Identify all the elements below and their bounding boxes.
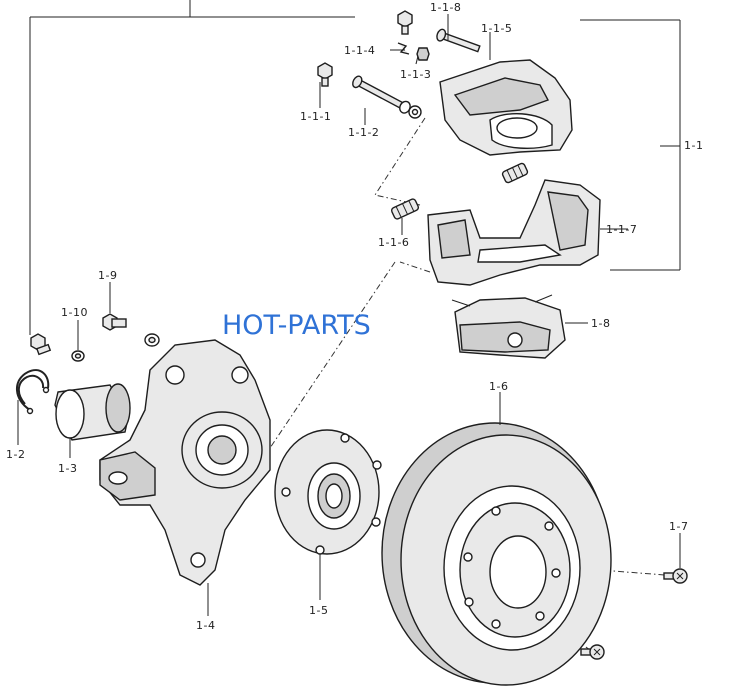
caliper-body [439,59,573,156]
caliper-bracket [427,179,601,286]
snap-ring [16,369,50,415]
label-1-3: 1-3 [58,462,77,475]
label-1-5: 1-5 [309,604,328,617]
label-1-1-2: 1-1-2 [348,126,379,139]
label-1-6: 1-6 [489,380,508,393]
label-1-8: 1-8 [591,317,610,330]
label-1-1-4: 1-1-4 [344,44,375,57]
label-1-1: 1-1 [684,139,703,152]
label-1-1-8: 1-1-8 [430,1,461,14]
knuckle-fasteners [30,313,160,362]
disc-screws [580,568,688,660]
label-1-1-3: 1-1-3 [400,68,431,81]
caliper-bolts [317,10,481,119]
label-1-9: 1-9 [98,269,117,282]
label-1-1-7: 1-1-7 [606,223,637,236]
label-1-1-6: 1-1-6 [378,236,409,249]
label-1-4: 1-4 [196,619,215,632]
label-1-1-1: 1-1-1 [300,110,331,123]
brake-disc [381,422,612,686]
watermark-text: HOT-PARTS [222,310,371,341]
label-1-10: 1-10 [61,306,88,319]
label-1-2: 1-2 [6,448,25,461]
assembly-bracket [29,0,681,310]
guide-boots [390,162,529,220]
wheel-hub [274,429,382,555]
part-labels: 1-1 1-1-1 1-1-2 1-1-3 1-1-4 1-1-5 1-1-6 … [6,1,703,632]
label-1-7: 1-7 [669,520,688,533]
wheel-bearing [54,383,131,441]
steering-knuckle [99,339,271,586]
leader-lines [17,14,681,616]
brake-pad-set [451,294,566,359]
label-1-1-5: 1-1-5 [481,22,512,35]
